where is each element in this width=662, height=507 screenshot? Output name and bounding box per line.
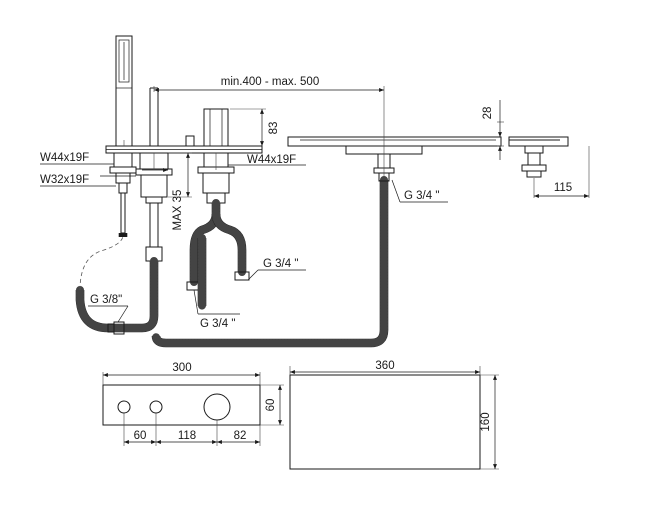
dim-spacing-label: min.400 - max. 500 bbox=[221, 76, 319, 88]
dim-83-label: 83 bbox=[268, 122, 280, 135]
deck-plate-top-view bbox=[102, 384, 261, 426]
dim-hole-82-label: 82 bbox=[234, 430, 247, 442]
g34-valve-bottom-label: G 3/4 " bbox=[200, 318, 235, 330]
dim-28-label: 28 bbox=[482, 107, 494, 120]
hole-shower bbox=[117, 400, 131, 414]
hole-mixer bbox=[203, 393, 231, 421]
dim-28 bbox=[497, 100, 504, 160]
dim-115 bbox=[533, 146, 590, 198]
dim-160-label: 160 bbox=[480, 412, 492, 431]
dim-115-label: 115 bbox=[554, 182, 572, 194]
w32-left-label: W32x19F bbox=[40, 174, 89, 186]
spout-riser bbox=[149, 87, 195, 147]
g34-valve-right-label: G 3/4 " bbox=[263, 258, 298, 270]
dim-hole-118-label: 118 bbox=[178, 430, 196, 442]
g38-shower-label: G 3/8" bbox=[90, 294, 122, 306]
leader-g34-valve-bottom bbox=[193, 289, 240, 315]
mixer-handle bbox=[203, 108, 229, 147]
dim-60-depth bbox=[260, 384, 284, 426]
shower-hose-dashed bbox=[79, 235, 124, 291]
g34-spout-label: G 3/4 " bbox=[404, 190, 439, 202]
dim-hole-spacing bbox=[123, 413, 261, 446]
leader-w32-left bbox=[40, 168, 168, 187]
hand-shower bbox=[115, 35, 133, 147]
dim-160 bbox=[480, 374, 499, 470]
dim-60-depth-label: 60 bbox=[265, 399, 277, 412]
waterfall-spout bbox=[287, 136, 502, 182]
shower-valve-body bbox=[109, 152, 137, 234]
dim-300 bbox=[102, 372, 261, 385]
leader-g38-shower bbox=[88, 305, 129, 323]
dim-max35-label: MAX 35 bbox=[172, 190, 184, 231]
dim-max35 bbox=[168, 152, 192, 198]
w44-left-label: W44x19F bbox=[40, 152, 89, 164]
spout-supply-hose bbox=[151, 176, 389, 348]
mixer-inlet-hoses bbox=[186, 199, 250, 310]
leader-g34-spout bbox=[391, 179, 448, 203]
centerlines bbox=[123, 140, 217, 170]
dim-360-label: 360 bbox=[375, 360, 394, 372]
shower-hose bbox=[75, 233, 159, 335]
deck-plate bbox=[105, 145, 263, 154]
leader-g34-valve-right bbox=[247, 269, 306, 281]
dim-360 bbox=[289, 366, 481, 375]
hole-diverter bbox=[149, 400, 163, 414]
spout-top-view bbox=[289, 374, 481, 470]
spout-side-view bbox=[508, 136, 569, 178]
dim-spacing bbox=[153, 86, 385, 180]
dim-hole-60-label: 60 bbox=[134, 430, 147, 442]
dim-300-label: 300 bbox=[172, 362, 191, 374]
w44-right-label: W44x19F bbox=[247, 154, 296, 166]
dim-83 bbox=[230, 108, 266, 146]
